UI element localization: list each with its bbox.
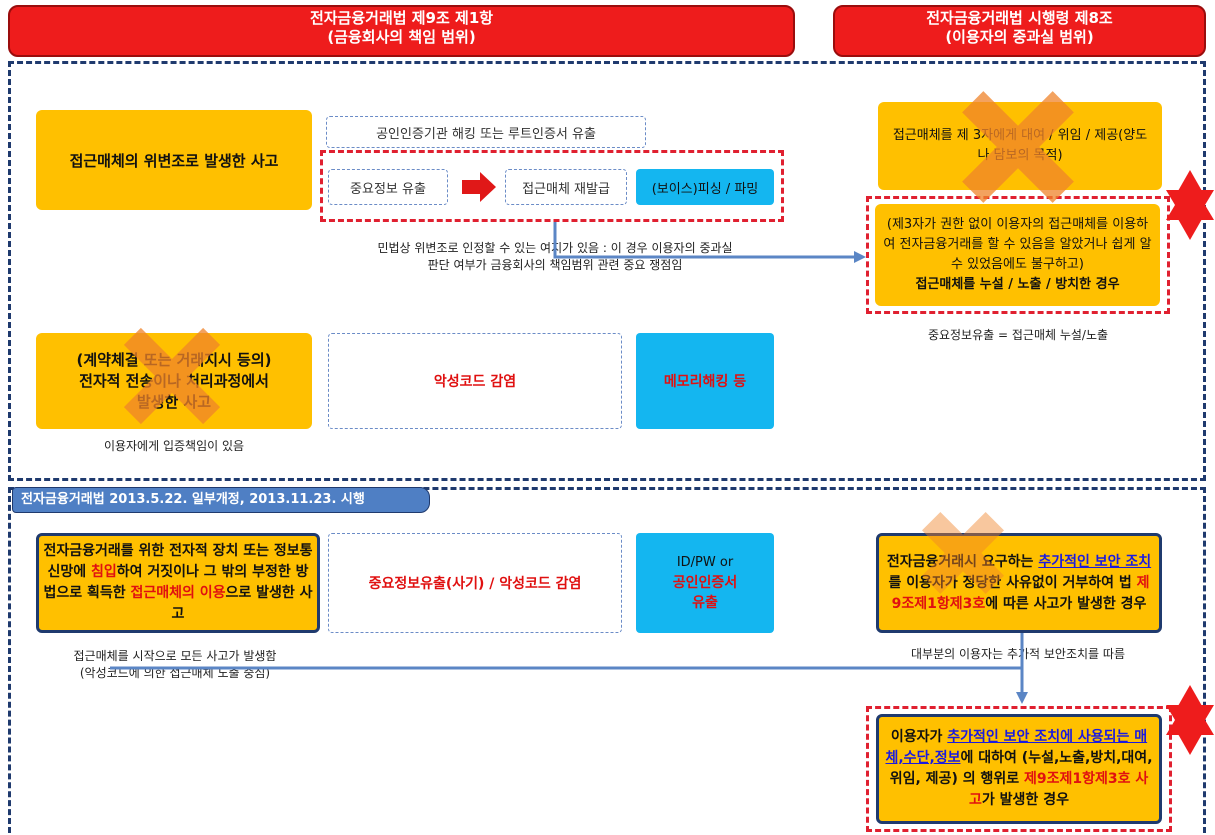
refuse-red: 제9조제1항제3호 [891, 574, 1150, 612]
intrusion-p1: 전자금융거래를 위한 전자적 장치 또는 정보통신망에 [43, 543, 313, 580]
idpw-label: ID/PW or [676, 555, 734, 570]
red-arrow-icon [462, 172, 496, 202]
malware-label: 악성코드 감염 [433, 374, 517, 390]
refuse-p2: 를 이용자가 정당한 사유없이 거부하여 법 [888, 574, 1137, 591]
neglect-frame [866, 196, 1170, 314]
x-mark-refuse-icon [921, 511, 1005, 595]
cert-leak-box: ID/PW or 공인인증서 유출 [636, 533, 774, 633]
leak-malware-label: 중요정보유출(사기) / 악성코드 감염 [368, 576, 582, 592]
final-p1: 이용자가 [890, 729, 948, 745]
neglect-text: (제3자가 권한 없이 이용자의 접근매체를 이용하여 전자금융거래를 할 수 … [883, 217, 1152, 272]
final-red: 제9조제1항제3호 사고 [969, 771, 1149, 808]
box-final: 이용자가 추가적인 보안 조치에 사용되는 매체,수단,정보에 대하여 (누설,… [876, 714, 1162, 824]
memory-hack-box: 메모리해킹 등 [636, 333, 774, 429]
section2-tag: 전자금융거래법 2013.5.22. 일부개정, 2013.11.23. 시행 [12, 487, 430, 513]
reissue-box: 접근매체 재발급 [505, 169, 627, 205]
info-leak-box: 중요정보 유출 [328, 169, 448, 205]
box-intrusion: 전자금융거래를 위한 전자적 장치 또는 정보통신망에 침입하여 거짓이나 그 … [36, 533, 320, 633]
arrowhead-top-icon [854, 251, 866, 263]
red-star-bottom-icon [1166, 685, 1214, 755]
final-p3: 가 발생한 경우 [981, 792, 1069, 808]
neglect-bold: 접근매체를 누설 / 노출 / 방치한 경우 [915, 277, 1120, 292]
proof-note: 이용자에게 입증책임이 있음 [103, 439, 245, 453]
box-forgery: 접근매체의 위변조로 발생한 사고 [36, 110, 312, 210]
red-star-top-icon [1166, 170, 1214, 240]
arrowhead-bottom-icon [1016, 692, 1028, 704]
x-mark-top-right-icon [962, 91, 1074, 203]
civil-note-line2: 판단 여부가 금융회사의 책임범위 관련 중요 쟁점임 [427, 258, 683, 272]
malware-box: 악성코드 감염 [328, 333, 622, 429]
intrusion-p2: 하여 거짓이나 그 밖의 부정한 방법으로 획득한 [43, 564, 309, 601]
leak-malware-box: 중요정보유출(사기) / 악성코드 감염 [328, 533, 622, 633]
refuse-p1: 전자금융거래시 요구하는 [886, 553, 1034, 570]
box-neglect: (제3자가 권한 없이 이용자의 접근매체를 이용하여 전자금융거래를 할 수 … [875, 204, 1160, 306]
phishing-box: (보이스)피싱 / 파밍 [636, 169, 774, 205]
cert-leak-label: 공인인증서 유출 [672, 575, 738, 611]
intrusion-p3: 으로 발생한 사고 [171, 585, 313, 622]
final-underline: 추가적인 보안 조치에 사용되는 매체,수단,정보 [885, 729, 1148, 766]
memory-hack-label: 메모리해킹 등 [663, 374, 747, 390]
header-right-line1: 전자금융거래법 시행령 제8조 [926, 9, 1113, 27]
refuse-p3: 에 따른 사고가 발생한 경우 [985, 595, 1147, 612]
x-mark-transmission-icon [123, 327, 221, 425]
refuse-underline: 추가적인 보안 조치 [1038, 553, 1152, 570]
box-refuse: 전자금융거래시 요구하는 추가적인 보안 조치를 이용자가 정당한 사유없이 거… [876, 533, 1162, 633]
final-frame [866, 706, 1172, 832]
frame-top [8, 61, 1206, 481]
header-left-line1: 전자금융거래법 제9조 제1항 [309, 9, 494, 27]
header-right: 전자금융거래법 시행령 제8조 (이용자의 중과실 범위) [833, 5, 1206, 57]
connector-top [553, 222, 858, 259]
header-left: 전자금융거래법 제9조 제1항 (금융회사의 책임 범위) [8, 5, 795, 57]
leak-group-frame [320, 150, 784, 222]
final-p2: 에 대하여 (누설,노출,방치,대여,위임, 제공) 의 행위로 [889, 750, 1153, 787]
frame-bottom [8, 487, 1206, 833]
intrusion-red1: 침입 [90, 564, 117, 580]
equation-note: 중요정보유출 = 접근매체 누설/노출 [927, 328, 1109, 342]
header-right-line2: (이용자의 중과실 범위) [945, 28, 1094, 46]
start-note-line1: 접근매체를 시작으로 모든 사고가 발생함 [73, 649, 277, 663]
leak-label: 공인인증기관 해킹 또는 루트인증서 유출 [326, 116, 646, 148]
majority-note: 대부분의 이용자는 추가적 보안조치를 따름 [911, 647, 1125, 661]
intrusion-red2: 접근매체의 이용 [130, 585, 226, 601]
header-left-line2: (금융회사의 책임 범위) [327, 28, 476, 46]
